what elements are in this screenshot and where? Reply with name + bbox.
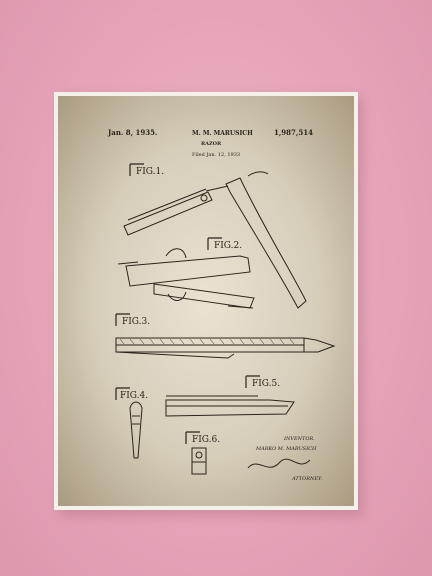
patent-inventor: M. M. MARUSICH xyxy=(192,130,253,137)
figure-5-label: FIG.5. xyxy=(252,379,280,389)
patent-print: Jan. 8, 1935. M. M. MARUSICH 1,987,514 R… xyxy=(54,92,358,510)
figure-1-drawing xyxy=(123,171,307,309)
patent-date: Jan. 8, 1935. xyxy=(108,128,158,137)
figure-3-label: FIG.3. xyxy=(122,317,150,327)
figure-6-drawing xyxy=(191,447,207,475)
figure-2-drawing xyxy=(117,248,255,309)
signature-scribble xyxy=(247,458,311,469)
figure-6-label: FIG.6. xyxy=(192,435,220,445)
patent-filed: Filed Jan. 12, 1933 xyxy=(192,152,241,158)
patent-drawings: FIG.1. FIG.2. FIG.3. FIG.4. FIG.5. FIG.6… xyxy=(115,163,336,475)
signature-attorney: ATTORNEY. xyxy=(292,476,323,482)
signature-name: MARKO M. MARUSICH xyxy=(256,446,317,452)
signature-label: INVENTOR. xyxy=(284,436,315,442)
figure-4-drawing xyxy=(129,401,143,459)
patent-title: RAZOR xyxy=(201,141,222,147)
figure-4-label: FIG.4. xyxy=(120,391,148,401)
figure-1-label: FIG.1. xyxy=(136,167,164,177)
figure-2-label: FIG.2. xyxy=(214,241,242,251)
figure-label-strokes xyxy=(115,163,260,444)
patent-sheet: Jan. 8, 1935. M. M. MARUSICH 1,987,514 R… xyxy=(58,96,354,506)
figure-5-drawing xyxy=(165,395,295,417)
patent-number: 1,987,514 xyxy=(274,128,313,137)
figure-3-drawing xyxy=(115,337,336,359)
